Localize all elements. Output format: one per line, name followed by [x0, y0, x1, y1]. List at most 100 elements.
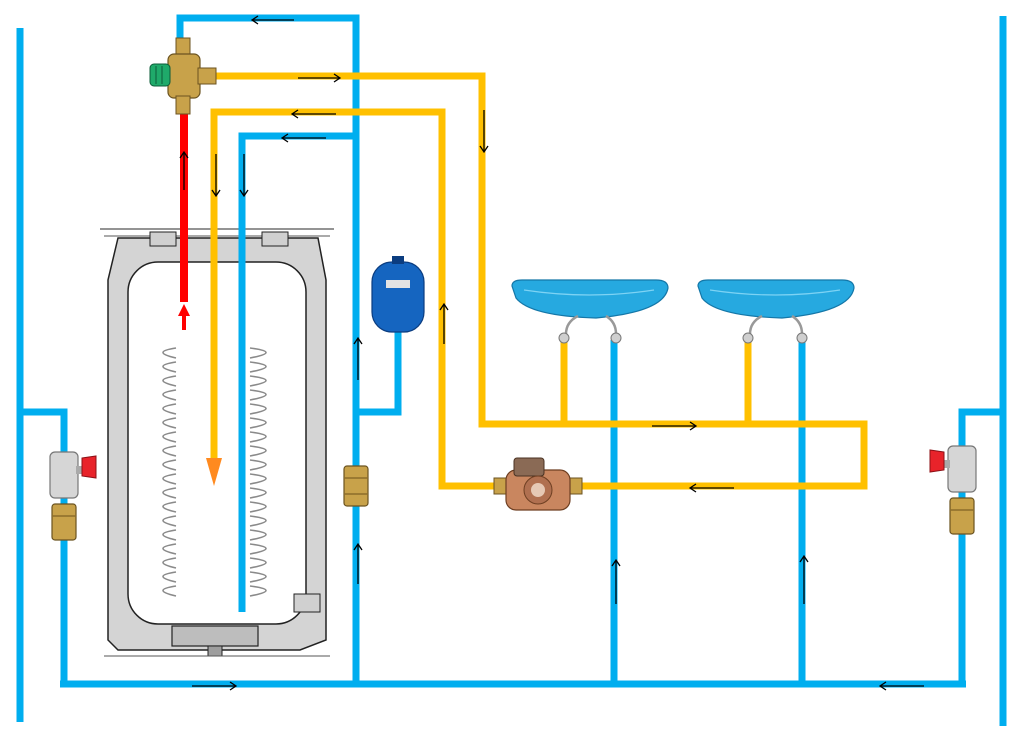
- coil-loop-left: [162, 571, 177, 583]
- tank-top-fitting-right: [261, 231, 289, 247]
- coil-loop-right: [249, 445, 267, 457]
- coil-loop-left: [162, 543, 177, 555]
- coil-loop-right: [249, 557, 267, 569]
- mixer-body: [167, 53, 201, 99]
- basin-2-hot-valve: [742, 332, 754, 344]
- hot-feed-arrow-stem: [182, 316, 186, 330]
- tank-drain-plug: [207, 645, 223, 657]
- ball-valve-icon: [947, 445, 977, 493]
- check-valve-left: [51, 503, 77, 541]
- ball-valve-right-handle: [929, 449, 945, 473]
- flow-arrow-hot-left: [290, 109, 336, 119]
- mixer-bottom-port: [175, 95, 191, 115]
- tank-side-fitting: [293, 593, 321, 613]
- coil-loop-left: [162, 487, 177, 499]
- check-valve-icon: [51, 503, 77, 541]
- coil-loop-left: [162, 375, 177, 387]
- wash-basin-1: [511, 279, 669, 344]
- flow-arrow-loop-right: [652, 421, 698, 431]
- coil-loop-left: [162, 389, 177, 401]
- coil-loop-left: [162, 515, 177, 527]
- flow-arrow-bottom-right: [192, 681, 238, 691]
- mixer-right-port: [197, 67, 217, 85]
- basin-2-cold-valve: [796, 332, 808, 344]
- coil-loop-left: [162, 501, 177, 513]
- expansion-vessel-icon: [371, 256, 425, 333]
- coil-loop-right: [249, 361, 267, 373]
- coil-loop-right: [249, 473, 267, 485]
- flow-arrow-blue-down: [239, 154, 249, 198]
- hot-return-arrow-icon: [206, 458, 222, 486]
- coil-loop-right: [249, 417, 267, 429]
- basin-1-tap-hot: [564, 314, 579, 335]
- flow-arrow-hot-right: [298, 73, 342, 83]
- cold-water-pipes: [16, 14, 1007, 726]
- wash-basin-2: [697, 279, 855, 344]
- heat-exchanger-coil: [162, 347, 267, 597]
- coil-loop-right: [249, 347, 267, 359]
- mixer-top-stub: [175, 37, 191, 57]
- expansion-vessel-label: [386, 280, 410, 288]
- mixer-knob: [149, 63, 171, 87]
- coil-loop-right: [249, 529, 267, 541]
- hot-from-mixer: [212, 72, 868, 490]
- coil-loop-left: [162, 585, 177, 597]
- basin-1-tap-cold: [605, 314, 618, 335]
- wash-basin-icon: [697, 279, 855, 319]
- hot-feed-pipe-segment: [180, 112, 188, 302]
- cold-to-expansion-vessel: [356, 332, 402, 416]
- coil-loop-right: [249, 585, 267, 597]
- flow-arrow-basin2-up: [799, 554, 809, 604]
- flow-arrow-hot-down: [479, 110, 489, 154]
- coil-loop-right: [249, 543, 267, 555]
- flow-arrow-loop-left: [688, 483, 734, 493]
- expansion-vessel-body: [371, 261, 425, 333]
- ball-valve-left-handle: [81, 455, 97, 479]
- check-valve-icon: [949, 497, 975, 535]
- basin-1-cold-valve: [610, 332, 622, 344]
- ball-valve-right: [929, 445, 977, 493]
- hot-feed-pipe: [178, 112, 190, 330]
- pump-terminal-box: [513, 457, 545, 477]
- coil-loop-right: [249, 515, 267, 527]
- cold-left-inlet-branch: [20, 408, 68, 684]
- basin-2-rim: [709, 289, 841, 296]
- cold-right-inlet-branch: [958, 408, 1003, 684]
- flow-arrow-cold-left: [280, 133, 326, 143]
- tank-top-fitting-left: [149, 231, 177, 247]
- thermostatic-mixing-valve-icon: [149, 37, 217, 115]
- flow-arrow-yellow-down: [211, 154, 221, 198]
- cold-main-riser: [176, 14, 360, 684]
- ball-valve-left-stem: [76, 466, 86, 474]
- coil-loop-left: [162, 417, 177, 429]
- coil-loop-right: [249, 375, 267, 387]
- flow-arrow-top-left: [250, 15, 294, 25]
- coil-loop-left: [162, 361, 177, 373]
- coil-loop-left: [162, 347, 177, 359]
- coil-loop-left: [162, 445, 177, 457]
- basin-1-hot-valve: [558, 332, 570, 344]
- check-valve-right: [949, 497, 975, 535]
- coil-loop-right: [249, 389, 267, 401]
- flow-arrow-red-up: [179, 150, 189, 190]
- coil-loop-left: [162, 431, 177, 443]
- ball-valve-right-stem: [940, 460, 950, 468]
- coil-loop-right: [249, 403, 267, 415]
- coil-loop-right: [249, 571, 267, 583]
- check-valve-icon: [343, 465, 369, 507]
- coil-loop-left: [162, 529, 177, 541]
- basin-2-tap-cold: [791, 314, 804, 335]
- hot-return-loop: [210, 108, 500, 490]
- circulation-pump-icon: [493, 457, 583, 511]
- coil-loop-right: [249, 487, 267, 499]
- coil-loop-left: [162, 473, 177, 485]
- coil-loop-left: [162, 557, 177, 569]
- flow-arrow-riser-up-2: [353, 542, 363, 584]
- basin-1-rim: [523, 289, 655, 296]
- flow-arrow-riser-up-1: [353, 336, 363, 380]
- tank-bottom-block: [171, 625, 259, 647]
- coil-loop-left: [162, 459, 177, 471]
- wash-basin-icon: [511, 279, 669, 319]
- expansion-vessel-cap: [392, 256, 404, 264]
- coil-loop-left: [162, 403, 177, 415]
